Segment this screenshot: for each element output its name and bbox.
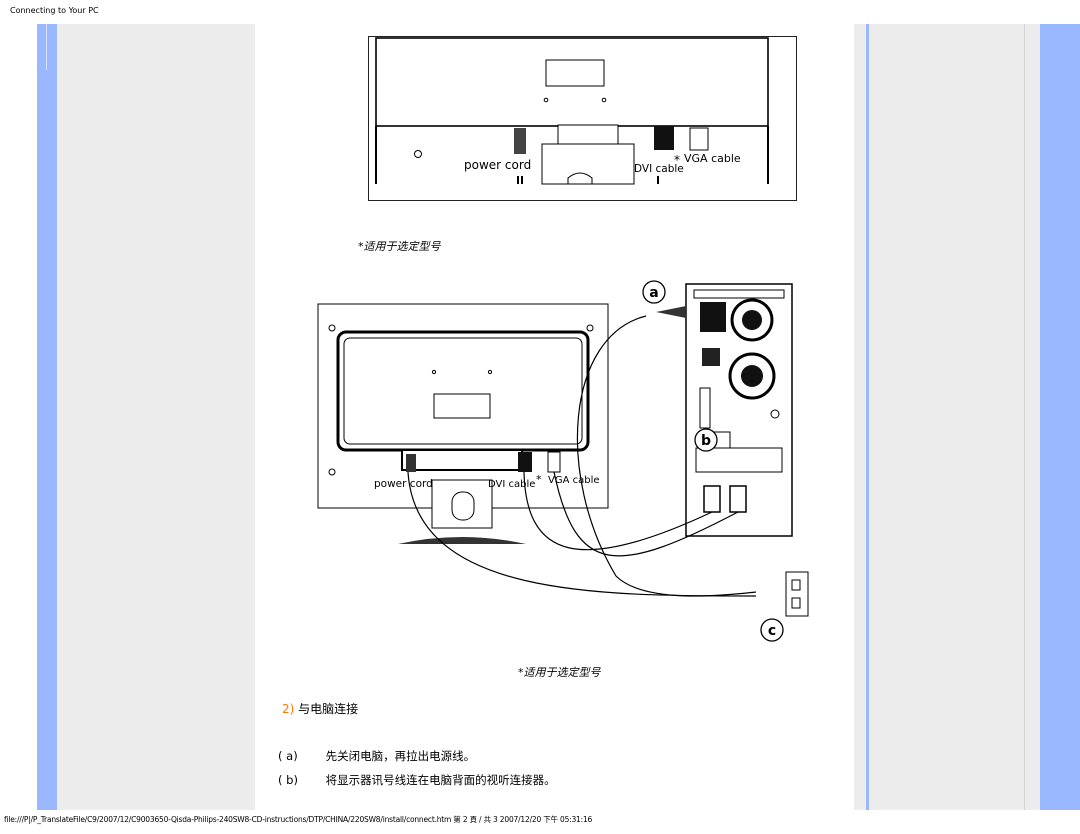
vga-cable-label: VGA cable xyxy=(684,152,741,165)
power-cord-label: power cord xyxy=(464,158,531,172)
callout-b-label: b xyxy=(701,433,711,449)
page-header-title: Connecting to Your PC xyxy=(10,6,99,15)
right-nav-strip xyxy=(1040,24,1080,810)
footer-file-path: file:///P|/P_TranslateFile/C9/2007/12/C9… xyxy=(4,815,593,824)
step-b: ( b) 将显示器讯号线连在电脑背面的视听连接器。 xyxy=(278,772,556,788)
section-number: 2) xyxy=(282,702,295,716)
fig2-dvi-asterisk-label: * xyxy=(536,473,542,486)
dvi-asterisk-label: * xyxy=(674,153,680,167)
section-title: 与电脑连接 xyxy=(298,702,359,716)
fig2-vga-cable-label: VGA cable xyxy=(548,475,600,486)
dvi-cable-label: DVI cable xyxy=(634,163,684,175)
figure1-caption: *适用于选定型号 xyxy=(358,240,441,253)
callout-c-label: c xyxy=(768,623,776,639)
fig2-power-cord-label: power cord xyxy=(374,478,433,490)
pc-connection-diagram: power cord DVI cable * VGA cable a b c xyxy=(317,280,809,642)
right-nav-line xyxy=(1024,24,1025,810)
right-nav-divider xyxy=(866,24,869,810)
callout-a-label: a xyxy=(649,285,658,301)
left-grey-panel xyxy=(57,24,255,810)
step-a-text: 先关闭电脑，再拉出电源线。 xyxy=(325,749,476,763)
step-a-label: ( a) xyxy=(278,749,298,763)
left-nav-divider xyxy=(46,24,47,70)
left-nav-strip xyxy=(37,24,57,810)
monitor-rear-diagram: power cord DVI cable * VGA cable xyxy=(368,36,797,201)
fig2-dvi-cable-label: DVI cable xyxy=(488,479,535,490)
step-b-text: 将显示器讯号线连在电脑背面的视听连接器。 xyxy=(325,773,556,787)
section-heading: 2) 与电脑连接 xyxy=(282,700,358,717)
step-b-label: ( b) xyxy=(278,773,298,787)
step-a: ( a) 先关闭电脑，再拉出电源线。 xyxy=(278,748,475,764)
right-grey-panel xyxy=(854,24,1040,810)
figure2-caption: *适用于选定型号 xyxy=(518,666,601,679)
